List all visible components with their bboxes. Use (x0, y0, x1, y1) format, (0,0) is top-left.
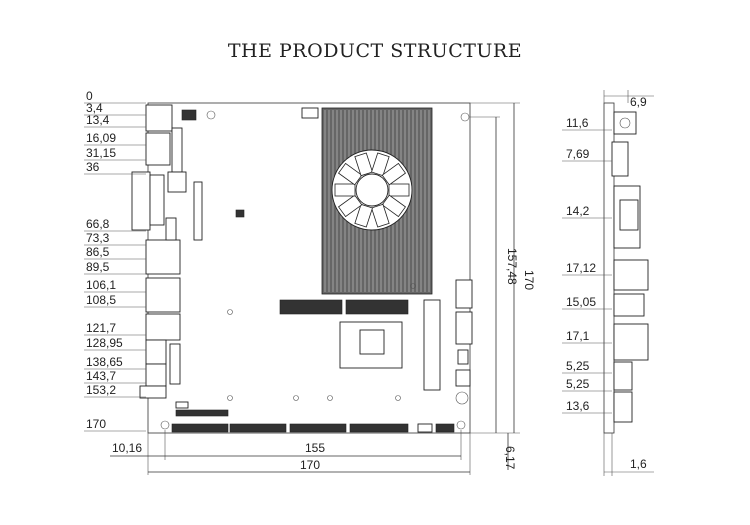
page-title: THE PRODUCT STRUCTURE (227, 40, 523, 62)
slots (160, 112, 473, 430)
dim-side-label: 11,6 (566, 116, 589, 130)
heatsink (321, 107, 433, 295)
dim-side-label: 5,25 (566, 359, 590, 373)
dim-bottom-offset: 10,16 (112, 441, 142, 455)
dim-side-bottom: 1,6 (630, 457, 647, 471)
dim-bottom-width: 170 (300, 458, 320, 472)
dim-side-label: 13,6 (566, 399, 590, 413)
dim-left-label: 73,3 (86, 231, 110, 245)
dim-left-label: 36 (86, 160, 100, 174)
dim-side-label: 15,05 (566, 295, 596, 309)
dim-bottom-inner: 155 (305, 441, 325, 455)
dim-left-label: 170 (86, 417, 106, 431)
dim-side-label: 5,25 (566, 377, 590, 391)
dim-left-label: 89,5 (86, 260, 110, 274)
dim-left-label: 121,7 (86, 321, 116, 335)
dim-right-inner: 157,48 (505, 248, 519, 285)
right-dimensions: 170 157,48 6,17 (470, 102, 536, 470)
dim-right-offset: 6,17 (503, 446, 517, 470)
dim-left-label: 86,5 (86, 245, 110, 259)
dim-side-top: 6,9 (630, 95, 647, 109)
bottom-headers (171, 401, 455, 433)
dim-side-label: 7,69 (566, 147, 590, 161)
dim-left-label: 13,4 (86, 113, 110, 127)
dim-left-label: 128,95 (86, 336, 123, 350)
dim-left-label: 0 (86, 89, 93, 103)
dim-left-label: 143,7 (86, 369, 116, 383)
dim-left-label: 31,15 (86, 146, 116, 160)
dim-side-label: 17,1 (566, 329, 590, 343)
dim-side-label: 14,2 (566, 204, 590, 218)
dim-left-label: 108,5 (86, 293, 116, 307)
headers (165, 107, 319, 385)
dim-left-label: 138,65 (86, 355, 123, 369)
dim-left-label: 153,2 (86, 383, 116, 397)
dim-right-height: 170 (522, 270, 536, 290)
dim-left-label: 3,4 (86, 101, 103, 115)
side-dimensions: 11,6 7,69 14,2 17,12 15,05 17,1 5,25 5,25 13,6 (562, 116, 612, 414)
io-connectors (131, 104, 181, 399)
side-view: 6,9 1,6 (603, 90, 654, 476)
dim-side-label: 17,12 (566, 261, 596, 275)
dim-left-label: 66,8 (86, 217, 110, 231)
dim-left-label: 16,09 (86, 131, 116, 145)
dim-left-label: 106,1 (86, 278, 116, 292)
bottom-dimensions: 10,16 155 170 (110, 430, 471, 475)
